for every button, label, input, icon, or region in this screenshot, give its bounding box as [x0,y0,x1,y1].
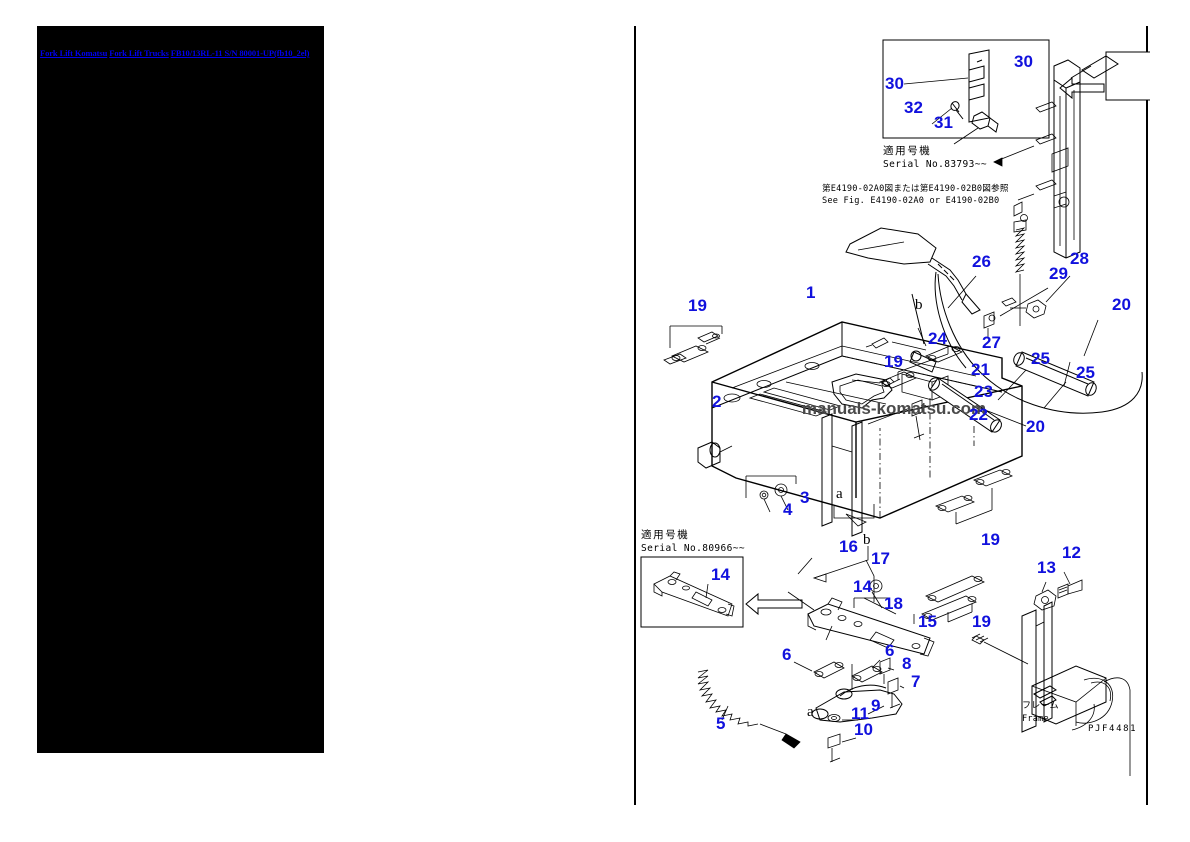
right-linkage-group [851,271,1143,441]
section-marker-a2: a [807,704,814,720]
breadcrumb-item-1[interactable]: Fork Lift Trucks [109,48,169,58]
part-callout-25[interactable]: 25 [1076,363,1095,382]
part-callout-31[interactable]: 31 [934,113,953,132]
part-callout-7[interactable]: 7 [911,672,920,691]
lower-linkage-group [697,657,905,763]
part-callout-19[interactable]: 19 [884,352,903,371]
part-callout-4[interactable]: 4 [783,500,793,519]
inset-serial-83793 [882,39,1150,145]
inset-serial-80966 [640,556,803,628]
control-lever-assembly [845,227,981,315]
inset-80966-serial: Serial No.80966~~ [641,543,745,554]
part-callout-25[interactable]: 25 [1031,349,1050,368]
breadcrumb-item-0[interactable]: Fork Lift Komatsu [40,48,108,58]
part-callout-14[interactable]: 14 [853,577,872,596]
part-callout-32[interactable]: 32 [904,98,923,117]
frame-label-en: Frame [1022,714,1049,724]
part-callout-19[interactable]: 19 [981,530,1000,549]
part-callout-2[interactable]: 2 [712,392,721,411]
part-callout-30[interactable]: 30 [1014,52,1033,71]
part-callout-27[interactable]: 27 [982,333,1001,352]
part-callout-16[interactable]: 16 [839,537,858,556]
part-callout-13[interactable]: 13 [1037,558,1056,577]
clip-assembly-group [663,325,1013,623]
inset-83793-serial: Serial No.83793~~ [883,159,987,170]
viewer-pane: Fork Lift Komatsu Fork Lift Trucks FB10/… [37,26,324,753]
section-marker-a1: a [836,486,843,502]
section-marker-b2: b [915,297,923,313]
reference-note-jp: 第E4190-02A0図または第E4190-02B0図参照 [822,182,1009,194]
part-callout-15[interactable]: 15 [918,612,937,631]
spacer-part-15 [825,614,915,641]
inset-83793-jp-title: 適用号機 [883,144,931,157]
parts-diagram-figure: 適用号機 Serial No.83793~~ [640,39,1150,776]
frame-label-jp: フレーム [1022,700,1059,711]
breadcrumb-item-2[interactable]: FB10/13RL-11 S/N 80001-UP(fb10_2el) [170,48,310,58]
part-callout-8[interactable]: 8 [902,654,911,673]
part-callout-12[interactable]: 12 [1062,543,1081,562]
part-callout-11[interactable]: 11 [851,704,869,723]
part-callout-6[interactable]: 6 [885,641,894,660]
watermark: manuals-komatsu.com [802,399,986,418]
nut-part-18 [869,579,883,609]
part-callout-5[interactable]: 5 [716,714,725,733]
part-callout-18[interactable]: 18 [884,594,903,613]
part-callout-6[interactable]: 6 [782,645,791,664]
part-callout-3[interactable]: 3 [800,488,809,507]
part-callout-29[interactable]: 29 [1049,264,1068,283]
bracket-part-14 [787,557,935,657]
main-frame-body [711,321,1023,537]
part-callout-19[interactable]: 19 [688,296,707,315]
inset-80966-jp-title: 適用号機 [641,528,689,541]
part-callout-24[interactable]: 24 [928,329,947,348]
part-callout-19[interactable]: 19 [972,612,991,631]
part-callout-9[interactable]: 9 [871,696,880,715]
part-callout-22[interactable]: 22 [969,405,988,424]
part-callout-17[interactable]: 17 [871,549,890,568]
bushing-part-2 [697,441,733,469]
part-callout-26[interactable]: 26 [972,252,991,271]
washer-bolt-group [745,475,797,513]
part-callout-10[interactable]: 10 [854,720,873,739]
reference-note-en: See Fig. E4190-02A0 or E4190-02B0 [822,196,999,206]
part-callout-20[interactable]: 20 [1112,295,1131,314]
part-callout-14[interactable]: 14 [711,565,730,584]
breadcrumb: Fork Lift Komatsu Fork Lift Trucks FB10/… [40,48,324,58]
parts-diagram-pane: 適用号機 Serial No.83793~~ [634,26,1150,805]
section-marker-b1: b [863,532,871,548]
mast-assembly [993,55,1119,326]
part-callout-30[interactable]: 30 [885,74,904,93]
figure-code: PJF4481 [1088,724,1137,734]
part-callout-21[interactable]: 21 [971,360,990,379]
part-callout-1[interactable]: 1 [806,283,815,302]
part-callout-20[interactable]: 20 [1026,417,1045,436]
part-callout-23[interactable]: 23 [974,382,993,401]
frame-bracket-group [971,571,1131,776]
part-callout-28[interactable]: 28 [1070,249,1089,268]
